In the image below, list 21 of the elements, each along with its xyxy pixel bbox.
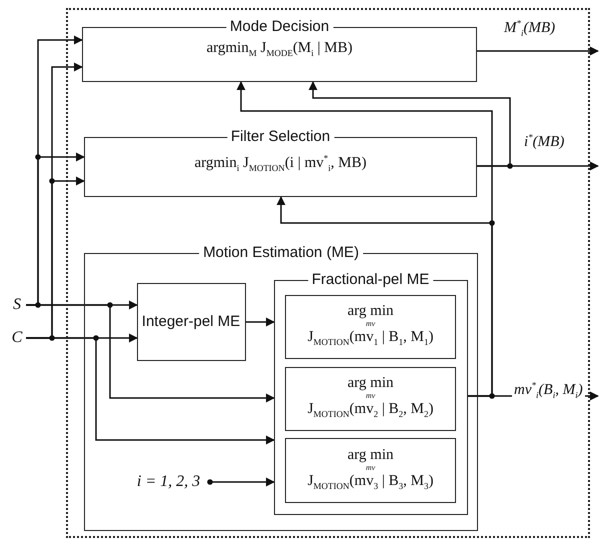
arrow (308, 81, 511, 167)
arrow (26, 337, 275, 444)
signal-label: S (13, 295, 21, 315)
arrow (477, 46, 599, 56)
arrow (246, 318, 275, 326)
arrow (26, 304, 275, 402)
signal-label: i = 1, 2, 3 (136, 472, 200, 492)
process-box (285, 367, 456, 431)
arrow (236, 81, 493, 397)
formula-text: J$_{MOTION}$(mv$_{2}$ | B$_{2}$, M$_{2}$) (308, 400, 434, 421)
formula-text: argmin$_{i}$ J$_{MOTION}$(i | mv$^{*}$$_{i}$, MB) (194, 152, 367, 175)
process-box: Integer-pel ME (136, 282, 246, 360)
formula-text: J$_{MOTION}$(mv$_{1}$ | B$_{1}$, M$_{1}$) (308, 328, 434, 349)
process-box (285, 295, 456, 359)
group-title: Fractional-pel ME (308, 270, 434, 288)
formula-text: argmin$_{M}$ J$_{MODE}$(M$_{i}$ | MB) (206, 39, 353, 60)
arrow (210, 478, 275, 486)
process-box (285, 438, 456, 503)
signal-label: C (12, 328, 22, 348)
group-title: Motion Estimation (ME) (199, 244, 363, 262)
formula-text: J$_{MOTION}$(mv$_{3}$ | B$_{3}$, M$_{3}$) (308, 472, 434, 492)
